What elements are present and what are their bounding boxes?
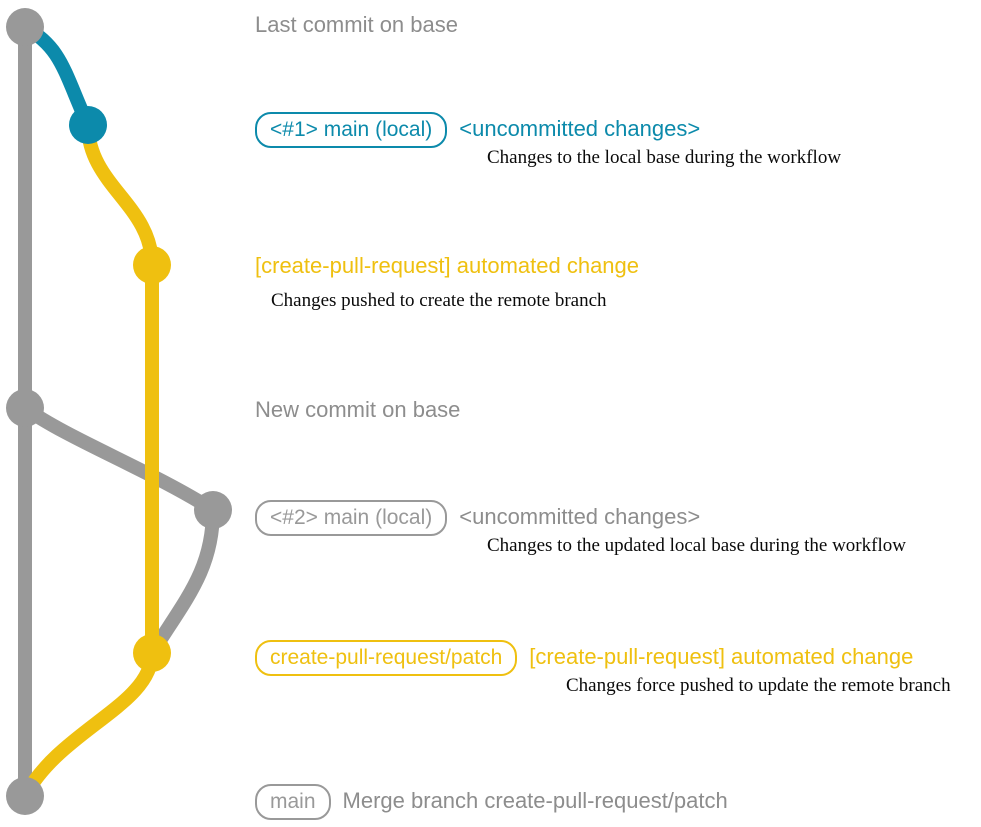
commit-node-merge-commit[interactable] bbox=[6, 777, 44, 815]
branch-badge-local-commit-2[interactable]: <#2> main (local) bbox=[255, 500, 448, 536]
branch-badge-merge-commit[interactable]: main bbox=[255, 784, 331, 820]
base-to-local2-line bbox=[18, 401, 220, 517]
commit-node-new-commit-on-base[interactable] bbox=[6, 389, 44, 427]
entry-merge-commit: main Merge branch create-pull-request/pa… bbox=[255, 784, 728, 820]
headline-automated-change-1: [create-pull-request] automated change bbox=[255, 253, 640, 278]
subline-automated-change-2: Changes force pushed to update the remot… bbox=[566, 675, 951, 696]
remote-branch-line bbox=[81, 118, 159, 272]
entry-automated-change-2: create-pull-request/patch [create-pull-r… bbox=[255, 640, 913, 676]
entry-new-commit-on-base: New commit on base bbox=[255, 399, 460, 421]
headline-last-commit-on-base: Last commit on base bbox=[255, 12, 458, 37]
local2-to-patch-line bbox=[145, 503, 220, 660]
entry-local-commit-2: <#2> main (local) <uncommitted changes> bbox=[255, 500, 700, 536]
entry-automated-change-1: [create-pull-request] automated change bbox=[255, 255, 639, 277]
headline-new-commit-on-base: New commit on base bbox=[255, 397, 461, 422]
headline-local-commit-1: <uncommitted changes> bbox=[459, 116, 701, 141]
entry-local-commit-1: <#1> main (local) <uncommitted changes> bbox=[255, 112, 700, 148]
branch-badge-automated-change-2[interactable]: create-pull-request/patch bbox=[255, 640, 518, 676]
subline-local-commit-2: Changes to the updated local base during… bbox=[487, 535, 906, 556]
commit-node-local-commit-2[interactable] bbox=[194, 491, 232, 529]
commit-node-local-commit-1[interactable] bbox=[69, 106, 107, 144]
remote-merge-line bbox=[18, 646, 159, 803]
subline-local-commit-1: Changes to the local base during the wor… bbox=[487, 147, 842, 168]
subline-automated-change-1: Changes pushed to create the remote bran… bbox=[271, 290, 607, 311]
commit-node-automated-change-1[interactable] bbox=[133, 246, 171, 284]
headline-automated-change-2: [create-pull-request] automated change bbox=[529, 644, 914, 669]
branch-badge-local-commit-1[interactable]: <#1> main (local) bbox=[255, 112, 448, 148]
commit-node-automated-change-2[interactable] bbox=[133, 634, 171, 672]
headline-local-commit-2: <uncommitted changes> bbox=[459, 504, 701, 529]
entry-last-commit-on-base: Last commit on base bbox=[255, 14, 458, 36]
commit-node-last-commit-on-base[interactable] bbox=[6, 8, 44, 46]
headline-merge-commit: Merge branch create-pull-request/patch bbox=[342, 788, 728, 813]
